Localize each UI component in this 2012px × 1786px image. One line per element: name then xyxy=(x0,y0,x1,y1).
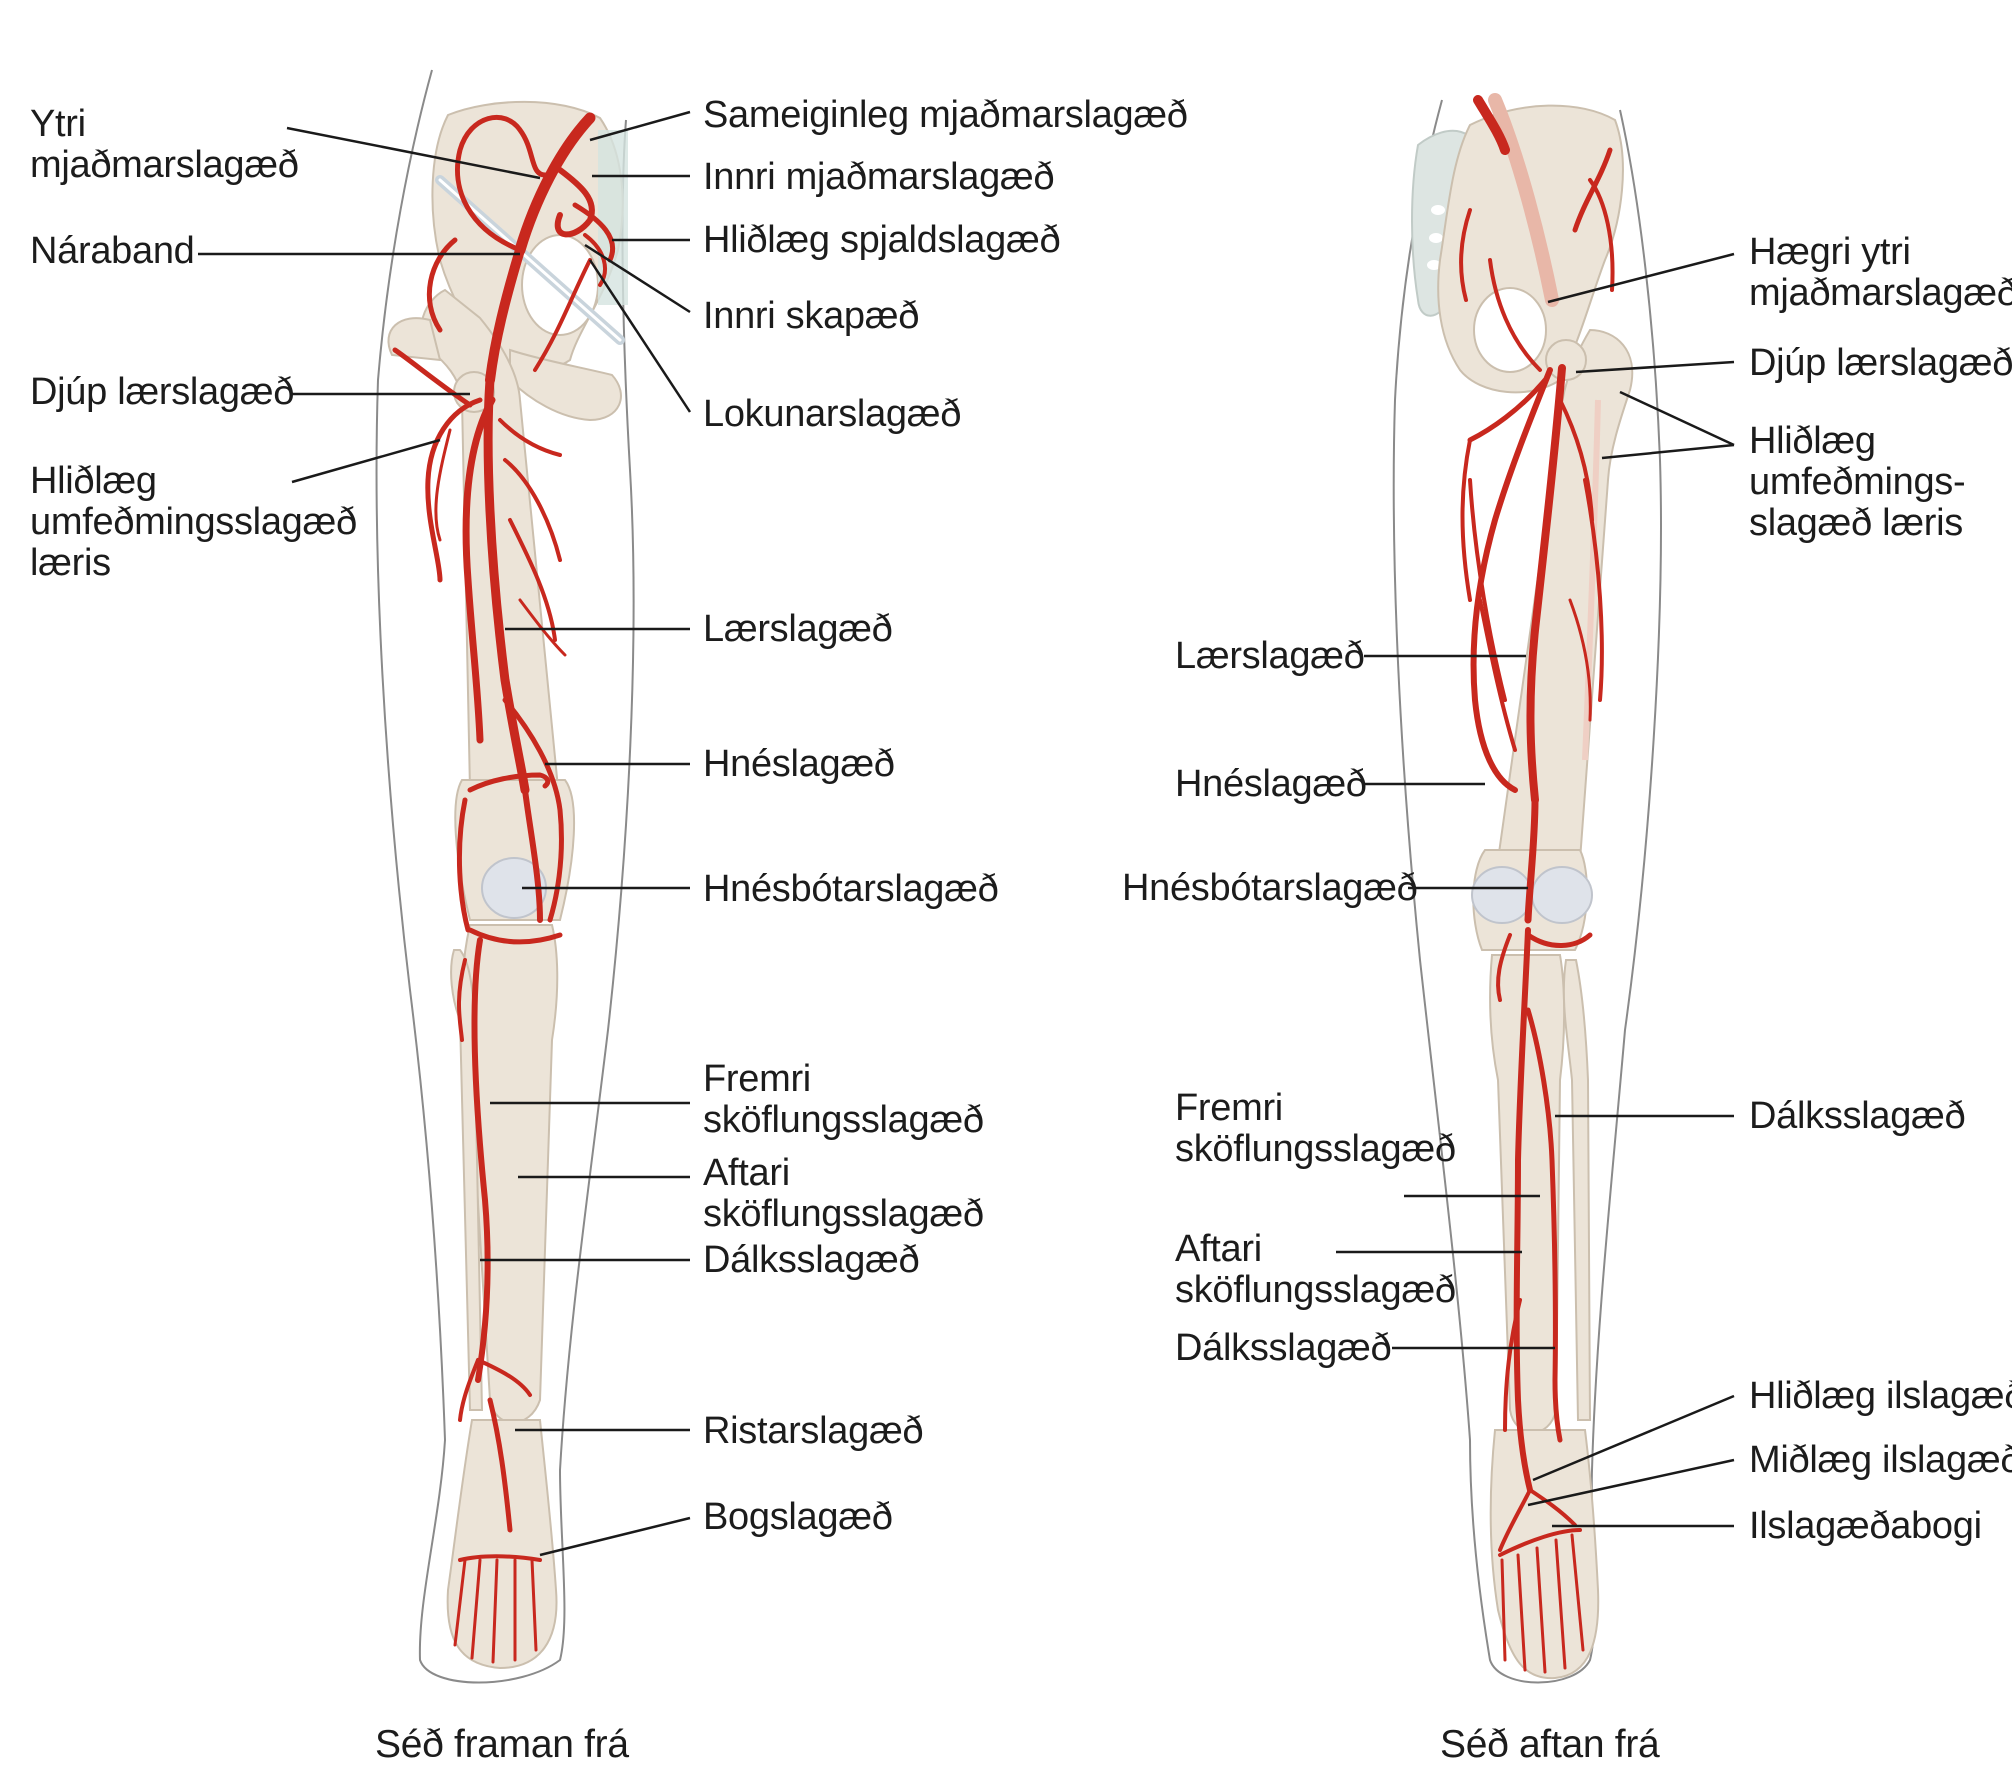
posterior-plantar-arch xyxy=(1498,1528,1582,1557)
posterior-lower-leg xyxy=(1489,954,1592,1434)
anterior-genicular-loop xyxy=(467,772,551,793)
label-fremri-skoflungsslagaed-posterior: Fremri sköflungsslagæð xyxy=(1175,1087,1456,1170)
label-ilslagaedabogi: Ilslagæðabogi xyxy=(1749,1505,1982,1547)
label-djup-laerslagaed-posterior: Djúp lærslagæð xyxy=(1749,342,2012,384)
anterior-internal-iliac xyxy=(554,167,595,238)
label-hlidlaeg-ilslagaed: Hliðlæg ilslagæð xyxy=(1749,1375,2012,1417)
anterior-deep-femoral xyxy=(462,396,496,744)
label-hneslagaed-posterior: Hnéslagæð xyxy=(1175,763,1367,805)
posterior-popliteal xyxy=(1524,796,1539,924)
posterior-arteries xyxy=(1459,95,1615,1674)
label-dalksslagaed-posterior-right: Dálksslagæð xyxy=(1749,1095,1966,1137)
posterior-medial-plantar xyxy=(1498,1488,1532,1552)
label-midlaeg-ilslagaed: Miðlæg ilslagæð xyxy=(1749,1439,2012,1481)
anterior-iliac-loop xyxy=(455,114,548,253)
leader-lines xyxy=(198,110,1735,1557)
posterior-deep-femoral xyxy=(1526,364,1566,804)
label-innri-skapaed: Innri skapæð xyxy=(703,295,920,337)
anterior-popliteal xyxy=(522,787,543,923)
posterior-lateral-plantar xyxy=(1528,1488,1577,1527)
anterior-external-iliac xyxy=(485,245,525,385)
anterior-arteries xyxy=(392,112,615,1664)
anterior-dorsalis-pedis xyxy=(487,1397,513,1533)
caption-anterior: Séð framan frá xyxy=(375,1723,629,1766)
label-naraband: Náraband xyxy=(30,230,195,272)
anterior-lateral-circumflex xyxy=(425,397,483,583)
label-sameiginleg-mjadmarslagaed: Sameiginleg mjaðmarslagæð xyxy=(703,94,1188,136)
anterior-skin-outline xyxy=(375,69,635,1684)
label-laerslagaed-posterior: Lærslagæð xyxy=(1175,635,1365,677)
anterior-common-iliac xyxy=(514,112,596,256)
label-haegri-ytri-mjadmarslagaed: Hægri ytri mjaðmarslagæð xyxy=(1749,231,2012,314)
label-hlidlaeg-umfedmingsslagaed-anterior: Hliðlæg umfeðmingsslagæð læris xyxy=(30,460,357,584)
posterior-tibial xyxy=(1513,927,1533,1493)
label-hnesbotarslagaed-posterior: Hnésbótarslagæð xyxy=(1122,867,1418,909)
label-dalksslagaed-posterior-left: Dálksslagæð xyxy=(1175,1327,1392,1369)
label-djup-laerslagaed-anterior: Djúp lærslagæð xyxy=(30,371,295,413)
label-fremri-skoflungsslagaed-anterior: Fremri sköflungsslagæð xyxy=(703,1058,984,1141)
anterior-leg-view xyxy=(375,69,635,1684)
label-ristarslagaed: Ristarslagæð xyxy=(703,1410,924,1452)
label-aftari-skoflungsslagaed-anterior: Aftari sköflungsslagæð xyxy=(703,1152,984,1235)
anterior-obturator xyxy=(533,258,592,372)
posterior-femoral-artery xyxy=(1470,367,1553,793)
posterior-ghost-femoral xyxy=(1488,93,1559,307)
posterior-right-external-iliac xyxy=(1473,95,1510,155)
posterior-skin-outline xyxy=(1392,99,1662,1684)
anterior-lower-leg xyxy=(450,924,559,1424)
label-hlidlaeg-umfedmingsslagaed-posterior: Hliðlæg umfeðmings- slagæð læris xyxy=(1749,420,1966,544)
label-laerslagaed-anterior: Lærslagæð xyxy=(703,608,893,650)
posterior-foot xyxy=(1489,1429,1600,1680)
label-aftari-skoflungsslagaed-posterior: Aftari sköflungsslagæð xyxy=(1175,1228,1456,1311)
label-hnesbotarslagaed-anterior: Hnésbótarslagæð xyxy=(703,868,999,910)
posterior-leg-view xyxy=(1392,93,1662,1684)
label-hneslagaed-anterior: Hnéslagæð xyxy=(703,743,895,785)
label-hlidlaeg-spjaldslagaed: Hliðlæg spjaldslagæð xyxy=(703,219,1061,261)
posterior-genicular-loop xyxy=(1525,932,1593,948)
anterior-descending-genicular xyxy=(502,697,564,923)
posterior-peroneal xyxy=(1525,1007,1563,1443)
anterior-femoral-artery xyxy=(483,375,530,795)
label-bogslagaed: Bogslagæð xyxy=(703,1496,893,1538)
label-innri-mjadmarslagaed: Innri mjaðmarslagæð xyxy=(703,156,1055,198)
label-lokunarslagaed: Lokunarslagæð xyxy=(703,393,962,435)
label-ytri-mjadmarslagaed: Ytri mjaðmarslagæð xyxy=(30,103,299,186)
anterior-tibial-artery xyxy=(471,937,491,1383)
caption-posterior: Séð aftan frá xyxy=(1440,1723,1660,1766)
anterior-knee xyxy=(454,779,576,921)
anterior-arcuate xyxy=(458,1554,542,1562)
label-dalksslagaed-anterior: Dálksslagæð xyxy=(703,1239,920,1281)
